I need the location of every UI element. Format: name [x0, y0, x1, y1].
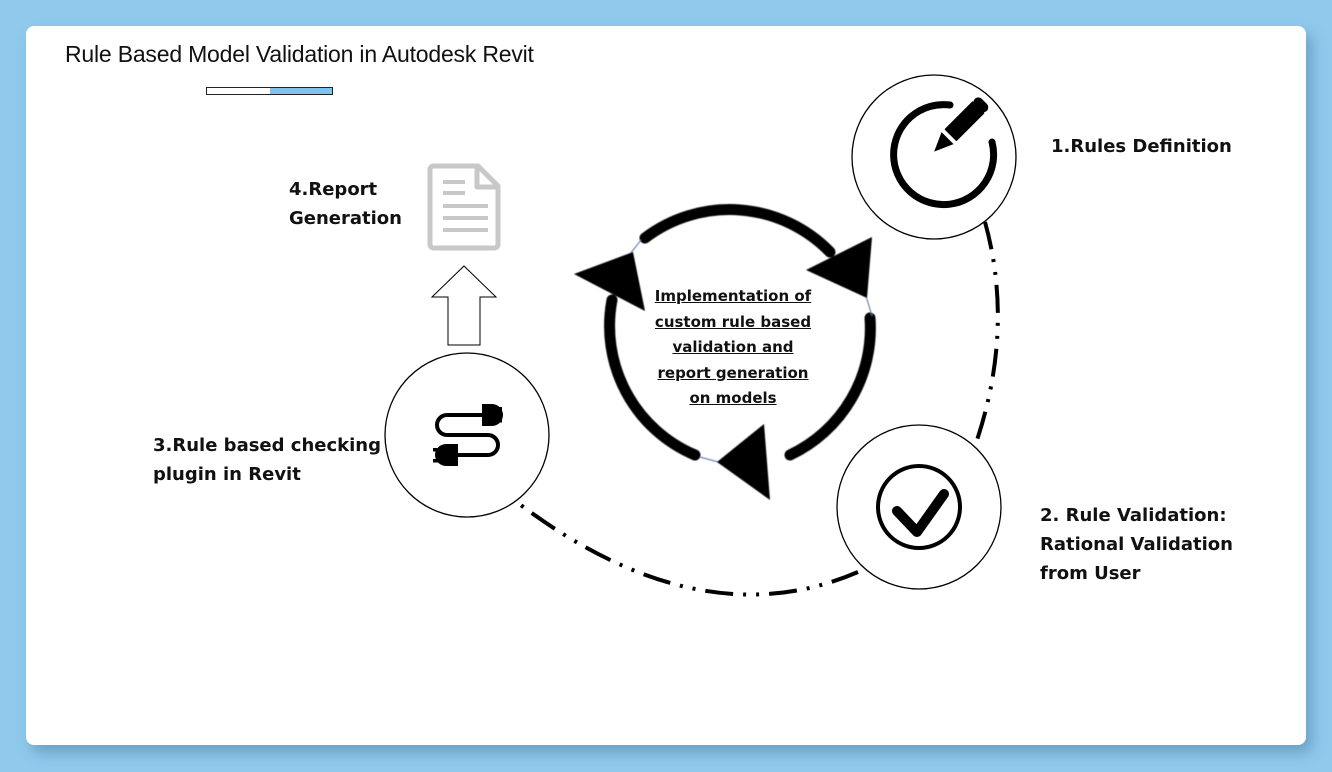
checkmark-circle-icon — [876, 464, 962, 550]
dash-dot-connector-1-2 — [973, 221, 1000, 447]
center-line: Implementation of — [654, 287, 812, 305]
step4-label: 4.Report Generation — [289, 179, 402, 229]
cycle-arrowhead-top-right — [806, 237, 872, 298]
progress-fill — [269, 88, 332, 94]
step1-label: 1.Rules Definition — [1051, 136, 1232, 157]
up-arrow-connector — [430, 265, 498, 346]
center-description: Implementation of custom rule based vali… — [603, 284, 863, 412]
plug-cable-icon — [433, 404, 503, 466]
cycle-arrowhead-bottom — [717, 424, 770, 500]
center-line: validation and — [672, 338, 794, 356]
page-title: Rule Based Model Validation in Autodesk … — [65, 41, 534, 67]
pencil-edit-icon — [890, 97, 998, 209]
document-report-icon — [427, 163, 501, 251]
center-line: report generation — [657, 363, 809, 382]
cycle-arc-top — [639, 204, 836, 258]
diagram-card — [26, 26, 1306, 745]
cycle-arrowhead-left — [574, 252, 645, 311]
cycle-arrows-icon — [574, 204, 876, 500]
center-line: on models — [689, 389, 777, 407]
dash-dot-connector-2-3 — [516, 501, 859, 597]
cycle-arc-right — [784, 312, 876, 461]
cycle-arc-left — [604, 294, 701, 461]
step2-label: 2. Rule Validation: Rational Validation … — [1040, 505, 1233, 584]
center-line: custom rule based — [654, 312, 812, 331]
step2-circle — [836, 424, 1002, 590]
step3-label: 3.Rule based checking plugin in Revit — [153, 435, 381, 485]
progress-bar — [206, 87, 333, 95]
